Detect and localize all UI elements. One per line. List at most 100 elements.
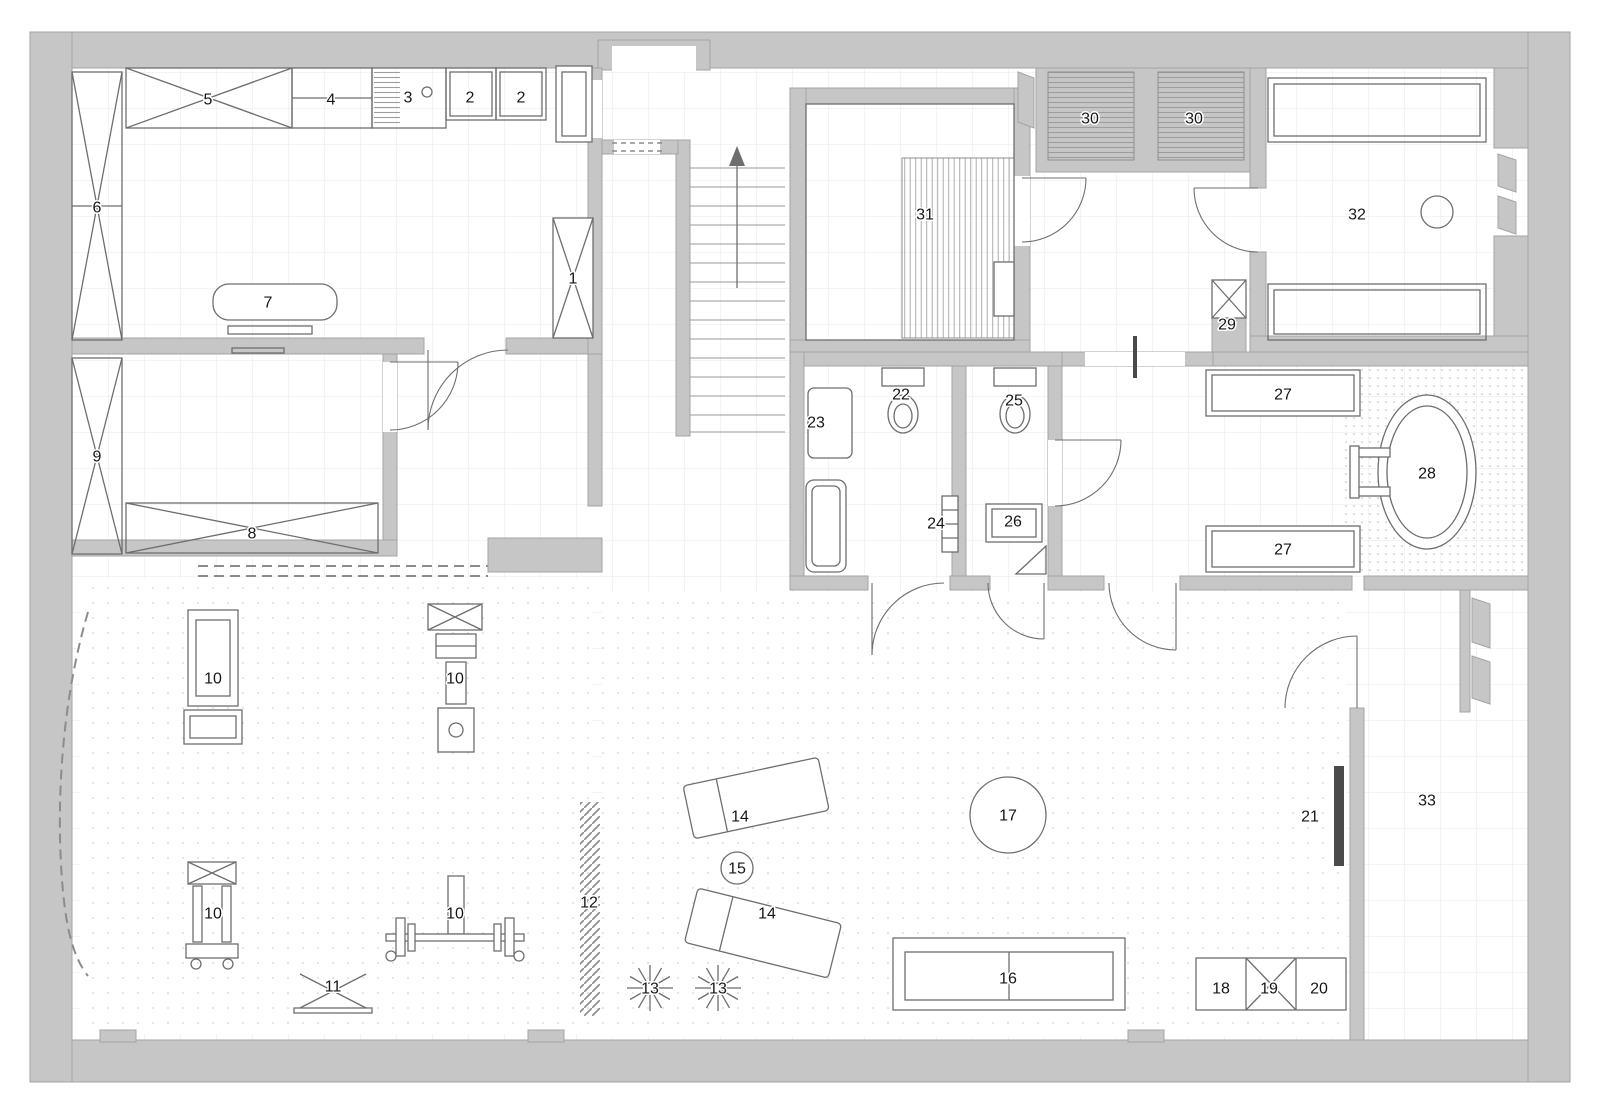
sliding-door-marker — [1133, 336, 1137, 378]
table-7 — [212, 283, 338, 354]
bathtub — [1349, 394, 1477, 550]
hall-cabinet-1 — [552, 217, 594, 339]
gym-bench-11 — [293, 973, 373, 1014]
corner-shelf — [1014, 544, 1047, 575]
label-steam-room: 31 — [916, 207, 934, 224]
pilaster — [1127, 1029, 1165, 1043]
label-media-cabinet-b: 19 — [1260, 981, 1278, 998]
door-corner-room — [1284, 635, 1358, 709]
label-closet-b: 30 — [1185, 111, 1203, 128]
duct-29 — [1211, 279, 1247, 319]
label-wc-shelf: 23 — [807, 415, 825, 432]
washbasin-26 — [985, 503, 1043, 543]
sauna — [1267, 77, 1517, 341]
label-sauna: 32 — [1348, 207, 1366, 224]
label-gym-barbell: 10 — [446, 906, 464, 923]
media-cabinet — [1195, 957, 1347, 1011]
lounger-a — [683, 757, 830, 839]
label-media-cabinet-c: 20 — [1310, 981, 1328, 998]
wc-fixture — [805, 479, 847, 573]
label-gym-machine-b: 10 — [446, 671, 464, 688]
gym-machine-c — [185, 861, 239, 970]
label-tall-wardrobe: 6 — [93, 200, 102, 217]
label-media-cabinet-a: 18 — [1212, 981, 1230, 998]
fridge — [555, 65, 593, 143]
pilaster — [527, 1029, 565, 1043]
label-washbasin-b: 26 — [1004, 514, 1022, 531]
window-glyph — [1471, 597, 1491, 649]
label-washbasin-a: 24 — [927, 516, 945, 533]
bay-curve — [58, 611, 89, 977]
tall-wardrobe-6 — [71, 71, 123, 341]
cabinet-2b — [495, 67, 547, 121]
side-table-15 — [720, 851, 754, 885]
label-stove: 3 — [404, 90, 413, 107]
label-kitchen-cabinet-b: 2 — [517, 90, 526, 107]
sideboard-8 — [125, 502, 379, 554]
door-bathroom-hall — [1108, 582, 1177, 651]
window-glyph — [1017, 71, 1035, 129]
label-partition: 12 — [580, 895, 598, 912]
label-duct: 29 — [1218, 317, 1236, 334]
round-chair-17 — [969, 776, 1047, 854]
dashed-lines — [58, 142, 662, 977]
gym-machine-a — [183, 609, 243, 745]
gym-machine-b — [427, 603, 483, 753]
label-gym-machine-c: 10 — [204, 906, 222, 923]
wardrobe-9 — [71, 357, 123, 555]
label-toilet-a: 22 — [892, 387, 910, 404]
pilaster — [99, 1029, 137, 1043]
kitchen-room — [71, 65, 594, 354]
gym — [183, 603, 525, 1014]
lounger-b — [684, 888, 842, 978]
closet-b-fill — [1157, 71, 1245, 161]
label-bath-cabinet-b: 27 — [1274, 542, 1292, 559]
staircase — [690, 146, 785, 433]
label-hall-cabinet: 1 — [569, 271, 578, 288]
label-bedroom-sideboard: 8 — [248, 526, 257, 543]
label-closet-a: 30 — [1081, 111, 1099, 128]
door-steam-room — [1021, 177, 1087, 243]
outer-walls — [29, 31, 1571, 1083]
steam-room — [805, 103, 1015, 341]
toilet-25 — [993, 367, 1037, 434]
closet-a-fill — [1047, 71, 1135, 161]
label-plant-a: 13 — [641, 981, 659, 998]
label-side-table: 15 — [728, 861, 746, 878]
gym-barbell — [385, 875, 525, 962]
label-gym-bench: 11 — [325, 979, 342, 996]
label-kitchen-cabinet-a: 2 — [466, 90, 475, 107]
door-bedroom — [389, 361, 459, 431]
toilet-22 — [881, 367, 925, 434]
washbasin-24 — [941, 495, 959, 553]
window-glyph — [1497, 195, 1517, 235]
label-toilet-b: 25 — [1005, 393, 1023, 410]
bath-cabinet-bottom — [1205, 525, 1361, 573]
label-lounger-b: 14 — [758, 906, 776, 923]
label-bathtub: 28 — [1418, 466, 1436, 483]
bathroom — [1205, 369, 1477, 573]
window-glyph — [1497, 153, 1517, 193]
partition-fill — [580, 802, 600, 1016]
label-kitchen-wardrobe: 5 — [204, 92, 213, 109]
labels: 5 4 3 2 2 6 7 1 9 8 31 30 30 32 29 22 23… — [91, 88, 1437, 999]
door-wc-right — [987, 582, 1045, 640]
sofa-16 — [892, 937, 1126, 1011]
window-glyph — [1471, 655, 1491, 705]
bedroom — [71, 357, 379, 555]
door-bathroom-inner — [1054, 439, 1122, 507]
lounge — [626, 597, 1491, 1012]
label-gym-machine-a: 10 — [204, 671, 222, 688]
label-round-chair: 17 — [999, 808, 1017, 825]
stove-fill — [374, 70, 400, 126]
label-corner-room: 33 — [1418, 793, 1436, 810]
doors — [389, 177, 1358, 709]
label-plant-b: 13 — [709, 981, 727, 998]
label-kitchen-table: 7 — [264, 295, 273, 312]
door-living — [427, 349, 509, 431]
label-fireplace: 21 — [1301, 809, 1319, 826]
fireplace-21 — [1334, 766, 1344, 866]
wc-left — [805, 367, 959, 573]
bath-cabinet-top — [1205, 369, 1361, 417]
